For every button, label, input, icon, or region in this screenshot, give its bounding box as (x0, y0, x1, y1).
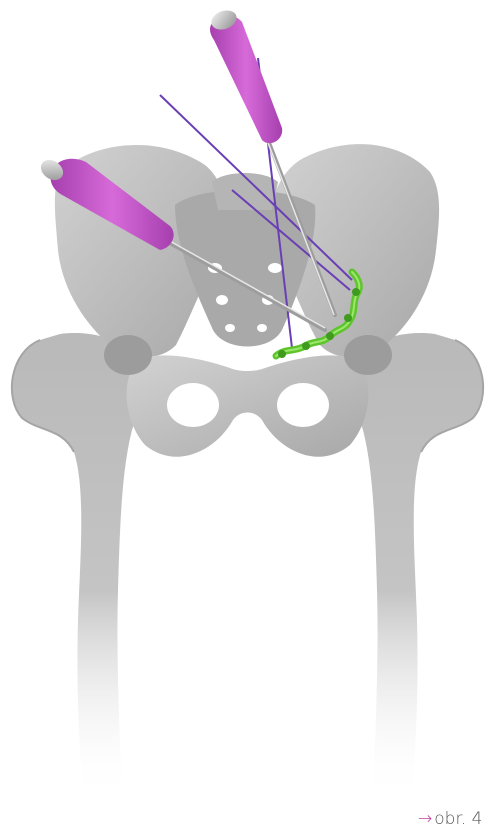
figure-caption: →obr. 4 (418, 808, 495, 832)
right-femur (350, 333, 483, 800)
left-femur (12, 333, 145, 800)
figure-label: obr. 4 (434, 809, 482, 829)
arrow-right-icon: → (418, 809, 432, 829)
